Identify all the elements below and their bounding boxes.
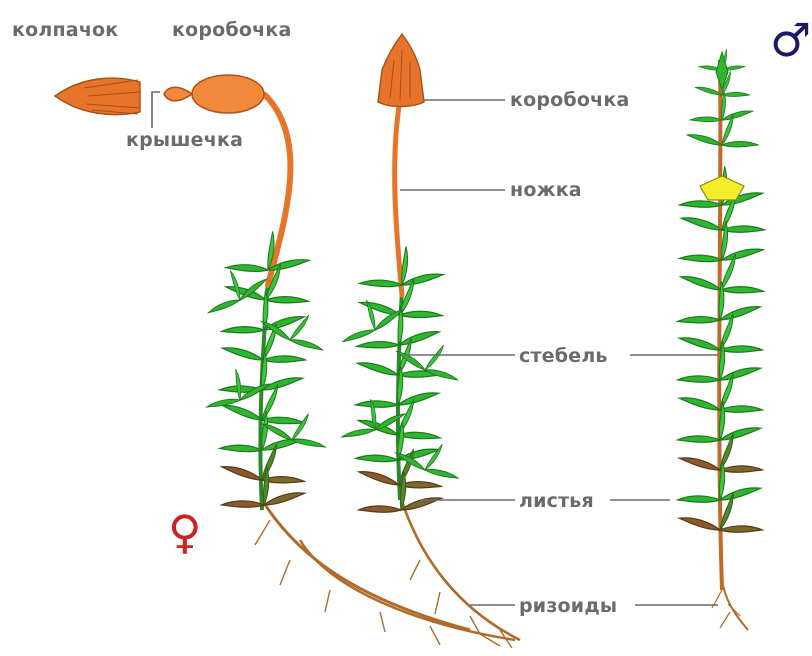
label-rhizoids: ризоиды: [519, 595, 617, 617]
female-plant-left: [196, 95, 515, 646]
label-cap: колпачок: [12, 19, 118, 41]
calyptra-cap: [55, 78, 140, 115]
male-plant-right: [672, 49, 769, 630]
label-leaves: листья: [519, 490, 594, 512]
label-stalk: ножка: [510, 179, 582, 201]
label-capsule-top: коробочка: [172, 19, 291, 41]
capsule-with-lid: [164, 75, 264, 113]
male-symbol: ♂: [770, 13, 811, 67]
female-symbol: ♀: [168, 505, 202, 559]
label-stem: стебель: [519, 345, 608, 367]
female-plant-middle: [331, 34, 520, 648]
label-capsule-right: коробочка: [510, 89, 629, 111]
male-flower: [700, 176, 744, 200]
label-lid: крышечка: [126, 129, 243, 151]
